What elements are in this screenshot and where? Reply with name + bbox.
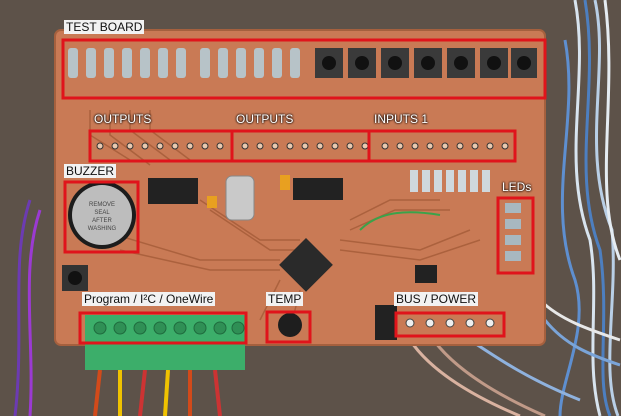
buzzer-text-line: AFTER bbox=[92, 218, 112, 224]
bus-pads bbox=[405, 318, 495, 328]
highlight-boxes bbox=[61, 38, 547, 345]
push-button-row bbox=[315, 48, 537, 78]
jumper-wire bbox=[359, 211, 441, 231]
leds-box bbox=[496, 196, 535, 275]
regulator bbox=[375, 305, 397, 340]
temp-sensor bbox=[278, 313, 302, 337]
ic-chip bbox=[293, 178, 343, 200]
buzzer-box bbox=[63, 180, 140, 254]
resistor-row bbox=[68, 48, 300, 78]
label-temp: TEMP bbox=[266, 292, 304, 306]
smd-row bbox=[410, 170, 490, 192]
label-buzzer: BUZZER bbox=[64, 164, 116, 178]
bus-power-box bbox=[394, 311, 506, 338]
capacitor bbox=[207, 196, 217, 208]
crystal bbox=[225, 175, 255, 221]
buzzer-text-line: REMOVE bbox=[89, 202, 115, 208]
ic-chip bbox=[148, 178, 198, 204]
test-board-box bbox=[61, 38, 547, 100]
capacitor bbox=[280, 175, 290, 190]
led-column bbox=[505, 203, 521, 261]
temp-box bbox=[265, 310, 312, 344]
terminal-wires bbox=[93, 369, 222, 416]
label-leds: LEDs bbox=[502, 180, 532, 194]
label-outputs-1: OUTPUTS bbox=[94, 112, 152, 126]
inputs-box bbox=[367, 129, 517, 163]
buzzer-text-line: SEAL bbox=[94, 210, 110, 216]
label-program: Program / I²C / OneWire bbox=[82, 292, 216, 306]
label-inputs: INPUTS 1 bbox=[374, 112, 429, 126]
buzzer-text-line: WASHING bbox=[88, 226, 117, 232]
label-bus-power: BUS / POWER bbox=[394, 292, 479, 306]
program-box bbox=[78, 311, 248, 345]
label-outputs-2: OUTPUTS bbox=[236, 112, 294, 126]
header-pads bbox=[96, 142, 509, 150]
ic-chip bbox=[415, 265, 437, 283]
label-test-board: TEST BOARD bbox=[64, 20, 145, 34]
microcontroller bbox=[279, 238, 333, 292]
